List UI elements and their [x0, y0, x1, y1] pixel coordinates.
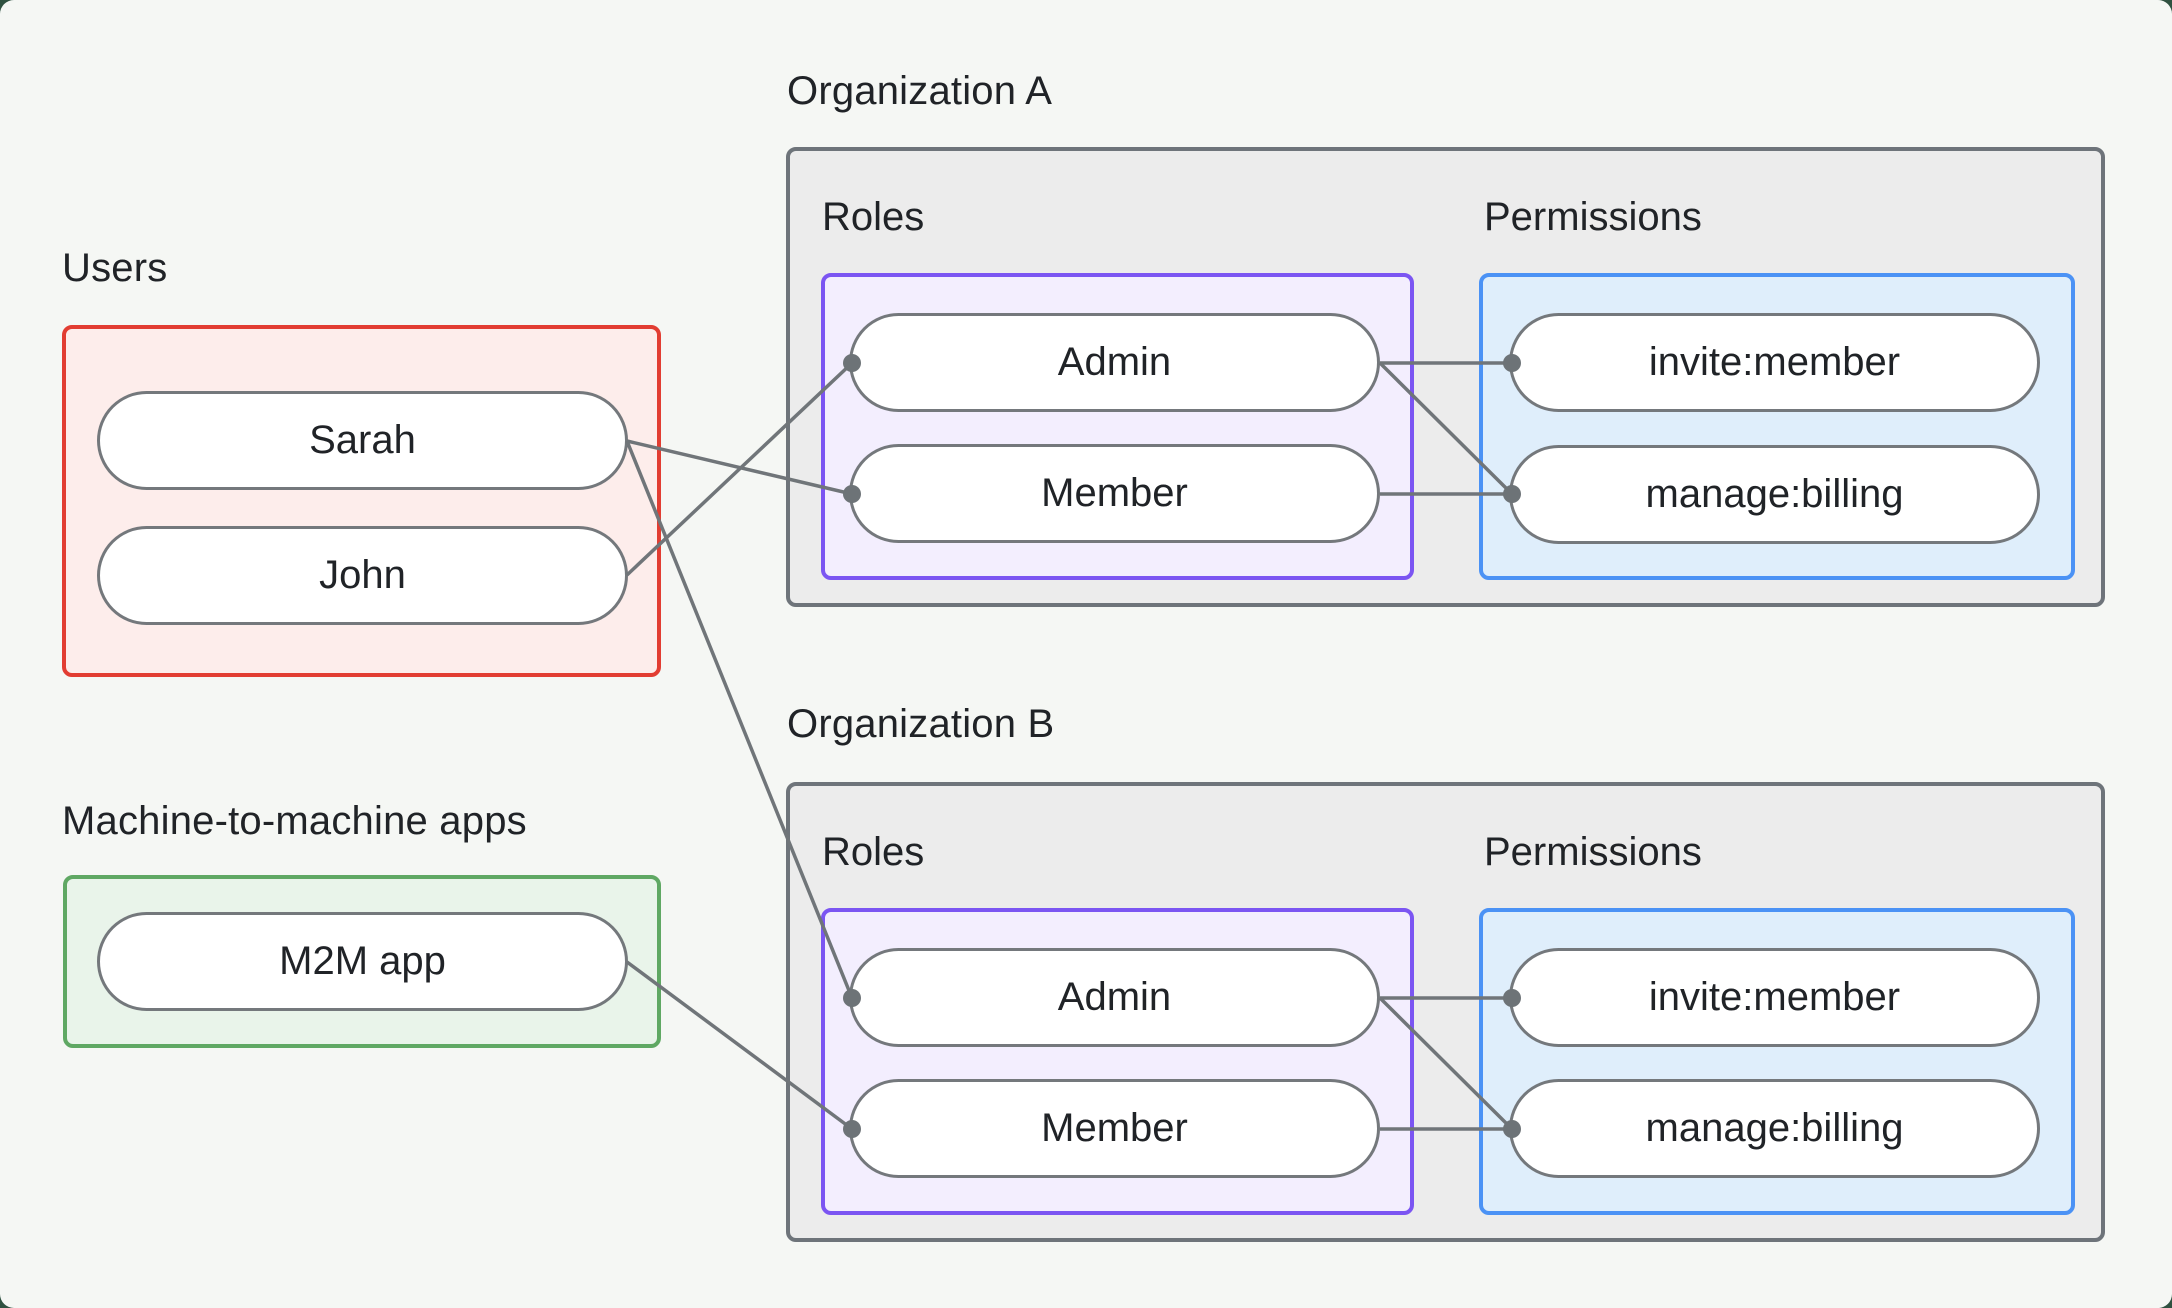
org-a-permission-pill-manage-billing: manage:billing [1509, 445, 2040, 544]
org-a-role-member-label: Member [1041, 471, 1188, 515]
org-a-permission-invite-member-label: invite:member [1648, 340, 1901, 384]
org-b-permissions-title: Permissions [1484, 830, 1702, 874]
user-pill-john-label: John [319, 553, 406, 597]
org-b-role-member-label: Member [1041, 1106, 1188, 1150]
org-a-permissions-title: Permissions [1484, 195, 1702, 239]
m2m-section-title: Machine-to-machine apps [62, 799, 527, 843]
org-b-permission-manage-billing-label: manage:billing [1645, 1106, 1904, 1150]
org-a-roles-title: Roles [822, 195, 925, 239]
user-pill-sarah: Sarah [97, 391, 628, 490]
user-pill-sarah-label: Sarah [309, 418, 416, 462]
m2m-app-pill: M2M app [97, 912, 628, 1011]
org-b-permission-pill-manage-billing: manage:billing [1509, 1079, 2040, 1178]
org-b-permission-invite-member-label: invite:member [1648, 975, 1901, 1019]
user-pill-john: John [97, 526, 628, 625]
org-a-role-admin-label: Admin [1057, 340, 1172, 384]
org-a-role-pill-admin: Admin [849, 313, 1380, 412]
org-a-permission-manage-billing-label: manage:billing [1645, 472, 1904, 516]
org-b-title: Organization B [787, 702, 1055, 746]
org-a-title: Organization A [787, 69, 1053, 113]
users-section-title: Users [62, 246, 168, 290]
org-b-role-admin-label: Admin [1057, 975, 1172, 1019]
org-b-role-pill-admin: Admin [849, 948, 1380, 1047]
org-b-roles-title: Roles [822, 830, 925, 874]
org-a-permission-pill-invite-member: invite:member [1509, 313, 2040, 412]
org-b-permission-pill-invite-member: invite:member [1509, 948, 2040, 1047]
org-b-role-pill-member: Member [849, 1079, 1380, 1178]
m2m-app-pill-label: M2M app [279, 939, 446, 983]
org-a-role-pill-member: Member [849, 444, 1380, 543]
